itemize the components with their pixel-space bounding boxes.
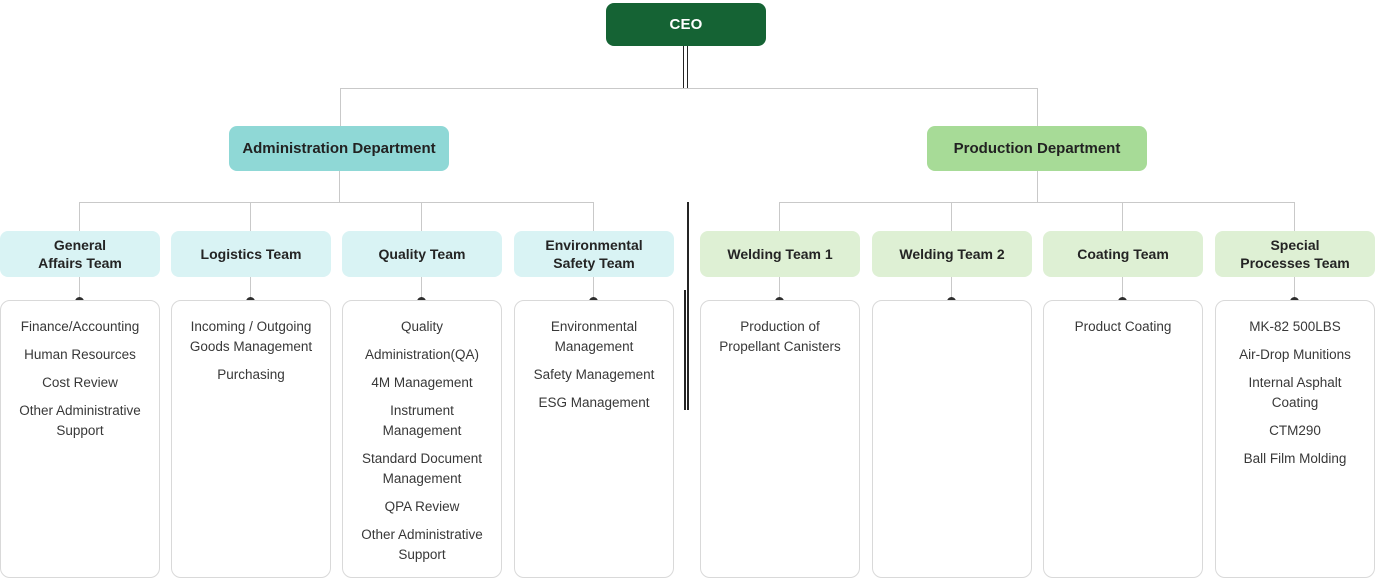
connector-prod-drop (1037, 88, 1038, 126)
duty-item: Administration(QA) (364, 347, 480, 362)
connector-prod-horizontal (780, 202, 1295, 203)
divider-line (687, 202, 689, 410)
team-column-logistics: Logistics Team Incoming / Outgoing Goods… (171, 0, 331, 580)
connector-line (951, 277, 952, 300)
duty-item: Standard Document Management (361, 451, 483, 486)
team-card-logistics: Incoming / Outgoing Goods Management Pur… (171, 300, 331, 578)
connector-line (593, 202, 594, 231)
team-card-welding-1: Production of Propellant Canisters (700, 300, 860, 578)
team-card-general-affairs: Finance/Accounting Human Resources Cost … (0, 300, 160, 578)
duty-item: ESG Management (538, 395, 650, 410)
team-column-special-processes: Special Processes Team MK-82 500LBS Air-… (1215, 0, 1375, 580)
duty-item: Other Administrative Support (19, 403, 141, 438)
connector-line (250, 277, 251, 300)
connector-line (593, 277, 594, 300)
team-header-welding-1: Welding Team 1 (700, 231, 860, 277)
node-administration-department: Administration Department (229, 126, 449, 171)
connector-line (1122, 277, 1123, 300)
connector-line (421, 277, 422, 300)
team-column-coating: Coating Team Product Coating (1043, 0, 1203, 580)
team-card-environmental-safety: Environmental Management Safety Manageme… (514, 300, 674, 578)
team-card-coating: Product Coating (1043, 300, 1203, 578)
team-column-welding-2: Welding Team 2 (872, 0, 1032, 580)
duty-item: Ball Film Molding (1243, 451, 1347, 466)
connector-line (779, 202, 780, 231)
duty-item: Incoming / Outgoing Goods Management (189, 319, 313, 354)
duty-item: Air-Drop Munitions (1239, 347, 1351, 362)
connector-line (1122, 202, 1123, 231)
node-production-department: Production Department (927, 126, 1147, 171)
connector-line (421, 202, 422, 231)
team-header-general-affairs: General Affairs Team (0, 231, 160, 277)
connector-line (1294, 202, 1295, 231)
team-column-quality: Quality Team Quality Administration(QA) … (342, 0, 502, 580)
connector-admin-horizontal (80, 202, 594, 203)
duty-item: Product Coating (1074, 319, 1172, 334)
connector-line (951, 202, 952, 231)
duty-item: Safety Management (533, 367, 655, 382)
team-header-environmental-safety: Environmental Safety Team (514, 231, 674, 277)
duty-item: Other Administrative Support (361, 527, 483, 562)
team-card-quality: Quality Administration(QA) 4M Management… (342, 300, 502, 578)
duty-item: Production of Propellant Canisters (719, 319, 841, 354)
duty-item: Internal Asphalt Coating (1248, 375, 1342, 410)
duty-item: 4M Management (371, 375, 473, 390)
team-card-welding-2 (872, 300, 1032, 578)
connector-top-horizontal (340, 88, 1037, 89)
team-column-welding-1: Welding Team 1 Production of Propellant … (700, 0, 860, 580)
team-header-quality: Quality Team (342, 231, 502, 277)
duty-item: MK-82 500LBS (1249, 319, 1341, 334)
duty-item: Human Resources (24, 347, 136, 362)
team-header-special-processes: Special Processes Team (1215, 231, 1375, 277)
team-column-general-affairs: General Affairs Team Finance/Accounting … (0, 0, 160, 580)
duty-item: Purchasing (217, 367, 285, 382)
connector-admin-drop (340, 88, 341, 126)
node-ceo: CEO (606, 3, 766, 46)
team-header-coating: Coating Team (1043, 231, 1203, 277)
connector-line (250, 202, 251, 231)
duty-item: Finance/Accounting (20, 319, 140, 334)
duty-item: Cost Review (42, 375, 118, 390)
connector-line (79, 277, 80, 300)
team-column-environmental-safety: Environmental Safety Team Environmental … (514, 0, 674, 580)
duty-item: Instrument Management (382, 403, 462, 438)
duty-item: CTM290 (1269, 423, 1321, 438)
duty-item: Environmental Management (550, 319, 638, 354)
duty-item: Quality (400, 319, 444, 334)
connector-line (79, 202, 80, 231)
connector-ceo-double-line (683, 46, 688, 88)
team-card-special-processes: MK-82 500LBS Air-Drop Munitions Internal… (1215, 300, 1375, 578)
connector-admin-stem (339, 171, 340, 202)
connector-line (779, 277, 780, 300)
duty-item: QPA Review (384, 499, 460, 514)
team-header-logistics: Logistics Team (171, 231, 331, 277)
divider-line-secondary (684, 290, 686, 410)
team-header-welding-2: Welding Team 2 (872, 231, 1032, 277)
connector-line (1294, 277, 1295, 300)
connector-prod-stem (1037, 171, 1038, 202)
